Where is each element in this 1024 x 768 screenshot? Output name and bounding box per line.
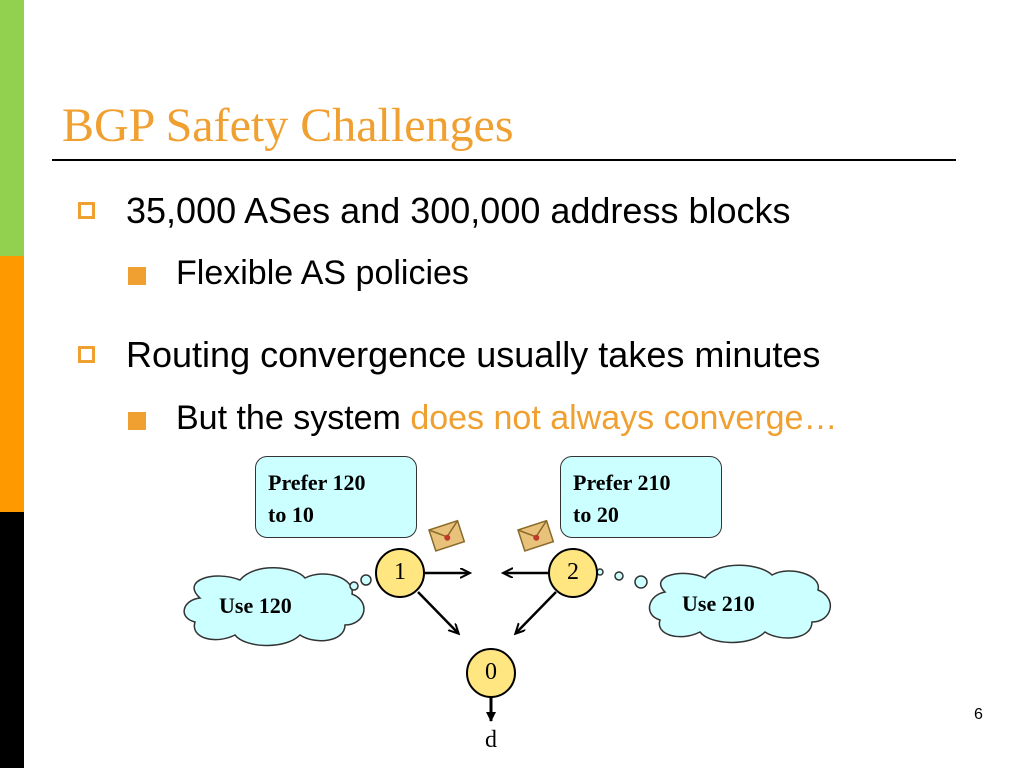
preference-line-1: Prefer 210: [573, 470, 671, 495]
cloud-label-left: Use 120: [219, 593, 292, 618]
thought-cloud-left: [183, 567, 372, 647]
page-number: 6: [974, 706, 983, 723]
preference-line-2: to 20: [573, 502, 619, 527]
preference-box-node-2: Prefer 210 to 20: [560, 456, 722, 538]
bullet-1-text: 35,000 ASes and 300,000 address blocks: [126, 190, 791, 231]
bullet-2-sub-plain: But the system: [176, 399, 411, 437]
edge-1-to-0: [417, 591, 458, 633]
cloud-label-right: Use 210: [682, 591, 755, 616]
hollow-square-bullet-icon: [78, 346, 95, 363]
envelope-icon: [517, 519, 555, 552]
envelope-icon: [428, 519, 466, 552]
accent-bar-orange: [0, 256, 24, 512]
bullet-2-sub-highlight: does not always converge…: [410, 399, 838, 437]
title-underline: [52, 159, 956, 161]
accent-bar-green: [0, 0, 24, 256]
accent-bar-black: [0, 512, 24, 768]
filled-square-bullet-icon: [128, 267, 146, 285]
node-label-0: 0: [485, 659, 497, 685]
preference-line-1: Prefer 120: [268, 470, 366, 495]
edge-2-to-0: [516, 591, 557, 633]
preference-line-2: to 10: [268, 502, 314, 527]
bullet-2-sub-text: But the system does not always converge…: [176, 399, 837, 438]
filled-square-bullet-icon: [128, 412, 146, 430]
node-label-1: 1: [394, 559, 406, 585]
destination-label: d: [485, 727, 497, 753]
slide-title: BGP Safety Challenges: [62, 99, 514, 152]
as-node-0: [466, 648, 516, 698]
as-node-2: [548, 548, 598, 598]
preference-box-node-1: Prefer 120 to 10: [255, 456, 417, 538]
as-node-1: [375, 548, 425, 598]
thought-cloud-right: [596, 564, 832, 644]
bullet-1-sub-text: Flexible AS policies: [176, 254, 469, 292]
hollow-square-bullet-icon: [78, 202, 95, 219]
node-label-2: 2: [567, 559, 579, 585]
bullet-2-text: Routing convergence usually takes minute…: [126, 334, 821, 375]
